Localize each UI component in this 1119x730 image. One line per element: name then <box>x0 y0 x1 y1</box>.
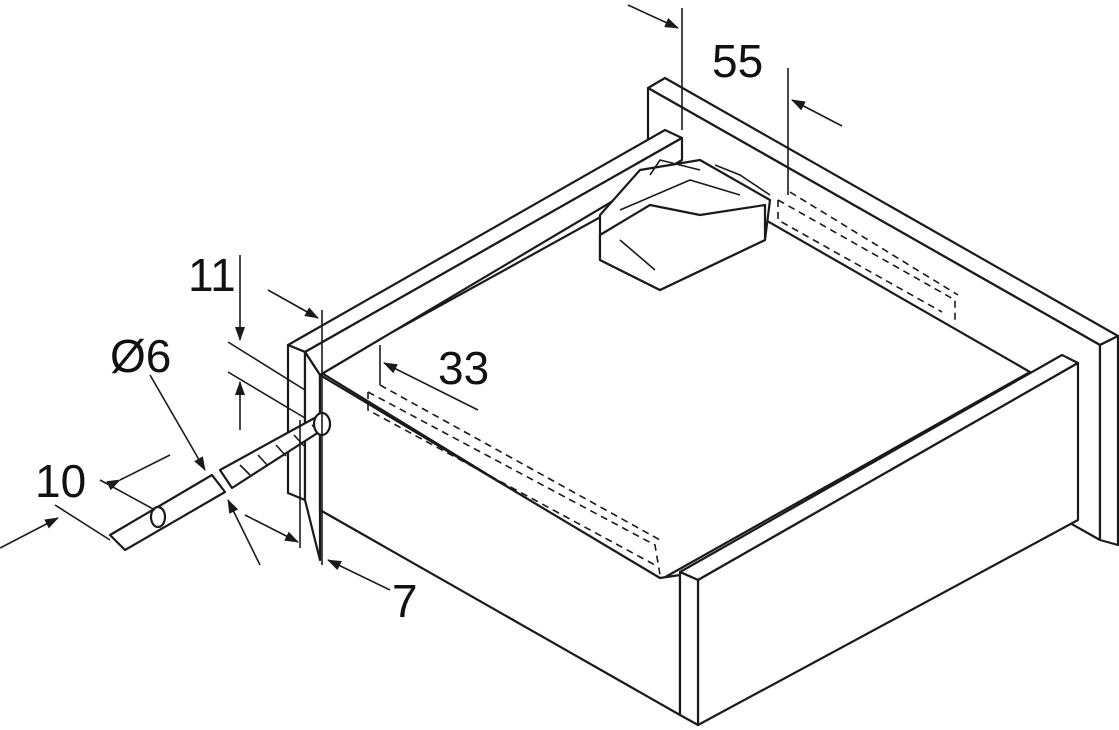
dimension-7-label: 7 <box>392 575 418 627</box>
dimension-lines <box>0 4 843 591</box>
soft-close-unit <box>598 158 772 292</box>
dimension-10-label: 10 <box>35 455 87 507</box>
left-side-panel <box>286 128 684 562</box>
dimension-diameter-6-label: Ø6 <box>110 330 172 382</box>
dimension-33-label: 33 <box>438 342 490 394</box>
dimension-55-label: 55 <box>712 35 764 87</box>
front-panel <box>678 353 1080 727</box>
dimension-11-label: 11 <box>188 249 236 301</box>
runner-right <box>777 191 959 325</box>
drill-bit <box>108 411 332 552</box>
runner-left <box>367 384 661 576</box>
